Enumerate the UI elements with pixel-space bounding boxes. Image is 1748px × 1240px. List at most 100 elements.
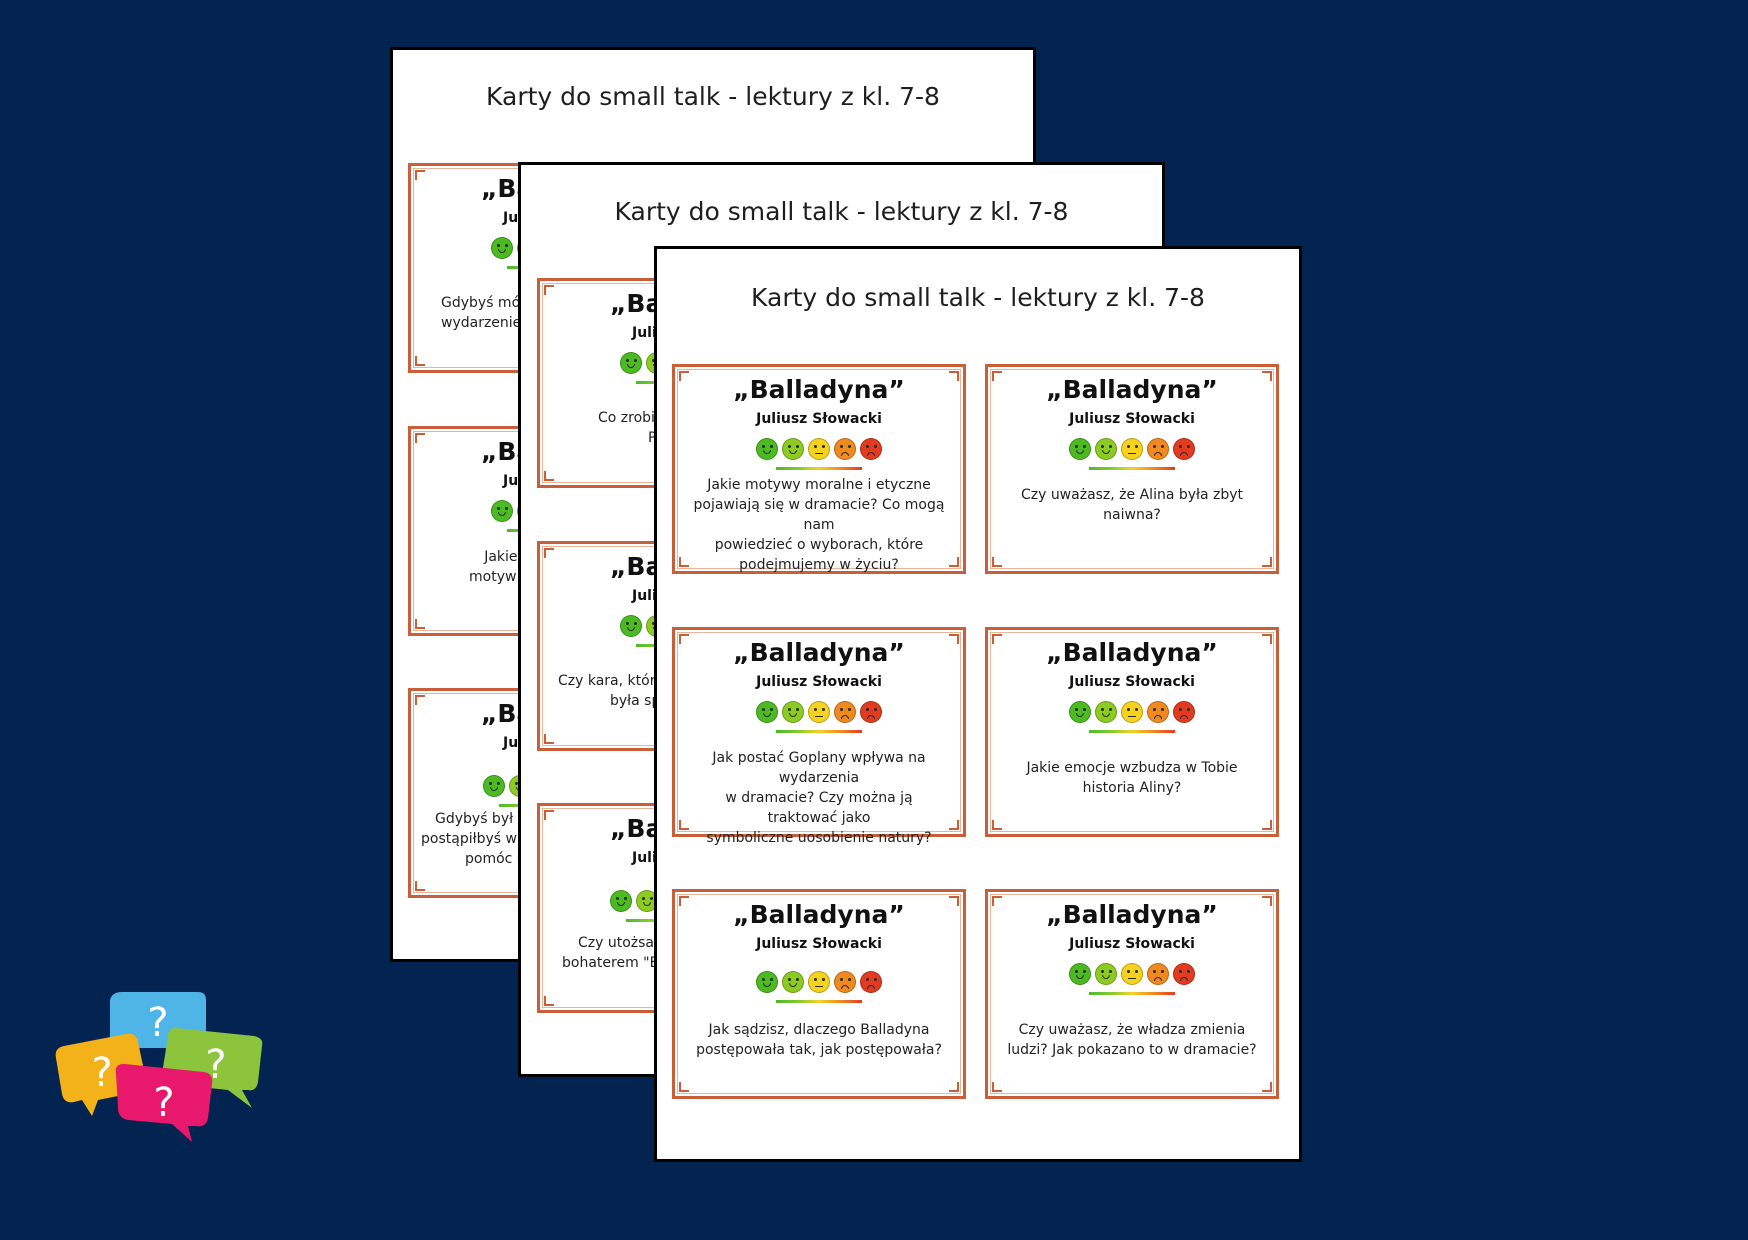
rating-scale	[988, 701, 1276, 723]
question-line: postępowała tak, jak postępowała?	[696, 1042, 942, 1058]
question-line: postąpiłbyś w	[421, 831, 517, 847]
rating-scale-bar	[1089, 992, 1175, 995]
card-title: „Balladyna”	[1046, 375, 1218, 404]
question-line: naiwna?	[1103, 507, 1161, 523]
card-corner-ornament	[949, 896, 959, 906]
smiling-face-icon	[1095, 701, 1117, 723]
question-line: Jak postać Goplany wpływa na wydarzenia	[712, 750, 926, 786]
card-corner-ornament	[1262, 557, 1272, 567]
card-corner-ornament	[992, 557, 1002, 567]
question-line: ludzi? Jak pokazano to w dramacie?	[1007, 1042, 1257, 1058]
question-line: Jakie emocje wzbudza w Tobie	[1026, 760, 1238, 776]
card-corner-ornament	[415, 881, 425, 891]
card-author: Juli	[632, 325, 657, 341]
card-corner-ornament	[679, 371, 689, 381]
conversation-card: „Balladyna” Juliusz Słowacki Jakie motyw…	[672, 364, 966, 574]
smiling-face-icon	[1095, 438, 1117, 460]
rating-scale-bar	[776, 467, 862, 470]
card-corner-ornament	[679, 896, 689, 906]
card-author: Juli	[632, 850, 657, 866]
card-question: Czy uważasz, że Alina była zbyt naiwna?	[1002, 485, 1262, 525]
card-corner-ornament	[415, 356, 425, 366]
card-author: Juliusz Słowacki	[1069, 411, 1195, 427]
card-question: Jakie motywy moralne i etyczne pojawiają…	[689, 475, 949, 575]
question-line: w dramacie? Czy można ją traktować jako	[725, 790, 913, 826]
card-title: „Balladyna”	[733, 638, 905, 667]
question-line: Czy kara, którą	[558, 673, 665, 689]
frowning-face-icon	[834, 701, 856, 723]
smiling-face-icon	[1069, 438, 1091, 460]
card-author: Jul	[503, 210, 523, 226]
card-corner-ornament	[992, 820, 1002, 830]
frowning-face-icon	[1147, 438, 1169, 460]
smiling-face-icon	[636, 890, 658, 912]
smiling-face-icon	[610, 890, 632, 912]
conversation-card: „Balladyna” Juliusz Słowacki Jakie emocj…	[985, 627, 1279, 837]
question-mark: ?	[91, 1050, 112, 1096]
question-line: Czy uważasz, że władza zmienia	[1018, 1022, 1246, 1038]
card-corner-ornament	[679, 557, 689, 567]
smiling-face-icon	[782, 438, 804, 460]
smiling-face-icon	[620, 352, 642, 374]
card-author: Juliusz Słowacki	[1069, 674, 1195, 690]
question-line: Gdybyś był n	[435, 811, 527, 827]
card-corner-ornament	[1262, 634, 1272, 644]
frowning-face-icon	[860, 438, 882, 460]
frowning-face-icon	[1173, 963, 1195, 985]
neutral-face-icon	[808, 701, 830, 723]
rating-scale-bar	[1089, 730, 1175, 733]
worksheet-page-front: Karty do small talk - lektury z kl. 7-8 …	[654, 246, 1302, 1162]
smiling-face-icon	[1069, 701, 1091, 723]
speech-bubble-icon: ?	[115, 1064, 213, 1142]
card-author: Jul	[503, 473, 523, 489]
card-corner-ornament	[415, 433, 425, 443]
neutral-face-icon	[808, 438, 830, 460]
rating-scale-bar	[776, 730, 862, 733]
card-corner-ornament	[679, 1082, 689, 1092]
question-mark: ?	[147, 1000, 168, 1046]
speech-bubble-icon: ?	[55, 1033, 147, 1116]
card-question: Gdybyś móg wydarzenie	[441, 293, 601, 333]
card-corner-ornament	[992, 1082, 1002, 1092]
card-corner-ornament	[415, 695, 425, 705]
card-title: „Balladyna”	[1046, 900, 1218, 929]
rating-scale	[988, 438, 1276, 460]
question-line: Czy uważasz, że Alina była zbyt	[1020, 487, 1244, 503]
question-line: powiedzieć o wyborach, które	[714, 537, 924, 553]
card-question: Jak postać Goplany wpływa na wydarzenia …	[689, 748, 949, 848]
card-question: Jakie emocje wzbudza w Tobie historia Al…	[1002, 758, 1262, 798]
card-corner-ornament	[679, 820, 689, 830]
smiling-face-icon	[491, 500, 513, 522]
card-corner-ornament	[679, 634, 689, 644]
smiling-face-icon	[620, 615, 642, 637]
question-line: historia Aliny?	[1082, 780, 1182, 796]
card-question: Gdybyś był n postąpiłbyś w pomóc u	[421, 809, 581, 869]
card-corner-ornament	[949, 371, 959, 381]
card-corner-ornament	[544, 471, 554, 481]
card-corner-ornament	[949, 634, 959, 644]
card-corner-ornament	[544, 810, 554, 820]
card-title: „Balladyna”	[733, 375, 905, 404]
neutral-face-icon	[1121, 701, 1143, 723]
card-question: Czy kara, którą była sp	[558, 671, 728, 711]
question-bubbles-logo: ? ? ? ?	[55, 992, 263, 1142]
rating-scale	[675, 971, 963, 993]
card-corner-ornament	[544, 548, 554, 558]
card-corner-ornament	[992, 371, 1002, 381]
frowning-face-icon	[1173, 438, 1195, 460]
neutral-face-icon	[808, 971, 830, 993]
card-corner-ornament	[415, 619, 425, 629]
smiling-face-icon	[1069, 963, 1091, 985]
card-corner-ornament	[1262, 820, 1272, 830]
question-mark: ?	[153, 1080, 174, 1126]
smiling-face-icon	[1095, 963, 1117, 985]
frowning-face-icon	[860, 971, 882, 993]
rating-scale	[988, 963, 1276, 985]
question-line: Jak sądzisz, dlaczego Balladyna	[708, 1022, 930, 1038]
question-line: była sp	[610, 693, 661, 709]
card-title: „Ba	[610, 552, 663, 581]
card-title: „Balladyna”	[733, 900, 905, 929]
frowning-face-icon	[834, 971, 856, 993]
question-line: Czy utożsam	[578, 935, 668, 951]
card-author: Juliusz Słowacki	[756, 674, 882, 690]
